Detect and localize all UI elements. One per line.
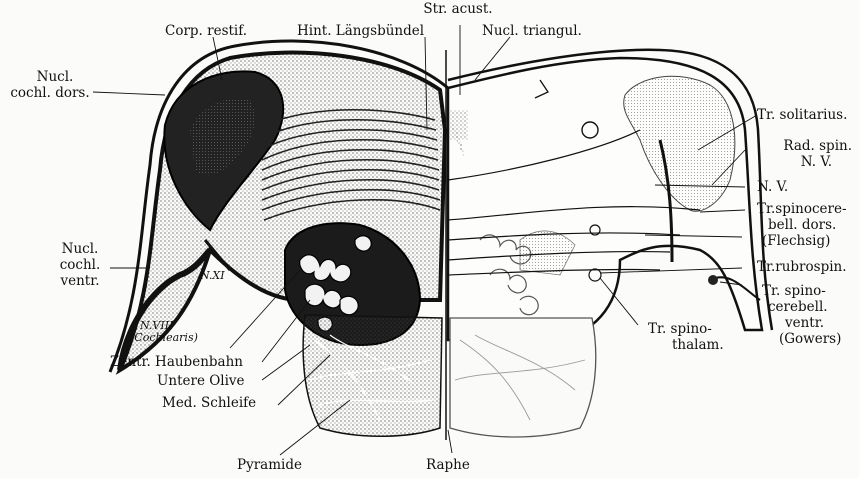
label-tr-spinocerebell-dors-1: Tr.spinocere-: [757, 202, 847, 217]
label-corp-restif: Corp. restif.: [165, 24, 247, 39]
label-hint-laengsbuendel: Hint. Längsbündel: [297, 24, 424, 39]
label-tr-spinothalam-1: Tr. spino-: [648, 322, 712, 337]
label-tr-spinocerebell-ventr-3: ventr.: [785, 316, 824, 331]
label-med-schleife: Med. Schleife: [162, 396, 256, 411]
label-n-v: N. V.: [757, 180, 788, 195]
label-tr-rubrospin: Tr.rubrospin.: [757, 260, 847, 275]
label-nucl-cochl-ventr-2: cochl.: [45, 258, 115, 273]
label-nucl-cochl-ventr-3: ventr.: [45, 274, 115, 289]
label-n-xi: N.XI: [200, 268, 225, 283]
label-tr-spinothalam-2: thalam.: [672, 338, 724, 353]
right-half-section: [448, 50, 772, 437]
label-tr-spinocerebell-ventr-2: cerebell.: [768, 300, 828, 315]
label-tr-spinocerebell-ventr-1: Tr. spino-: [762, 284, 826, 299]
label-untere-olive: Untere Olive: [157, 374, 245, 389]
label-nucl-cochl-dors-1: Nucl.: [10, 70, 100, 85]
label-n-viii-2: (Cochlearis): [130, 330, 198, 345]
label-raphe: Raphe: [426, 458, 470, 473]
label-nucl-triangul: Nucl. triangul.: [482, 24, 582, 39]
label-pyramide: Pyramide: [237, 458, 302, 473]
label-rad-spin-1: Rad. spin.: [752, 139, 852, 154]
label-tr-solitarius: Tr. solitarius.: [757, 108, 847, 123]
label-str-acust: Str. acust.: [408, 2, 508, 17]
label-rad-spin-2: N. V.: [752, 155, 832, 170]
label-nucl-cochl-dors-2: cochl. dors.: [0, 86, 100, 101]
label-zentr-haubenbahn: Zentr. Haubenbahn: [110, 355, 243, 370]
label-tr-spinocerebell-dors-2: bell. dors.: [768, 218, 836, 233]
label-tr-spinocerebell-ventr-4: (Gowers): [779, 332, 841, 347]
label-tr-spinocerebell-dors-3: (Flechsig): [762, 234, 830, 249]
label-nucl-cochl-ventr-1: Nucl.: [45, 242, 115, 257]
